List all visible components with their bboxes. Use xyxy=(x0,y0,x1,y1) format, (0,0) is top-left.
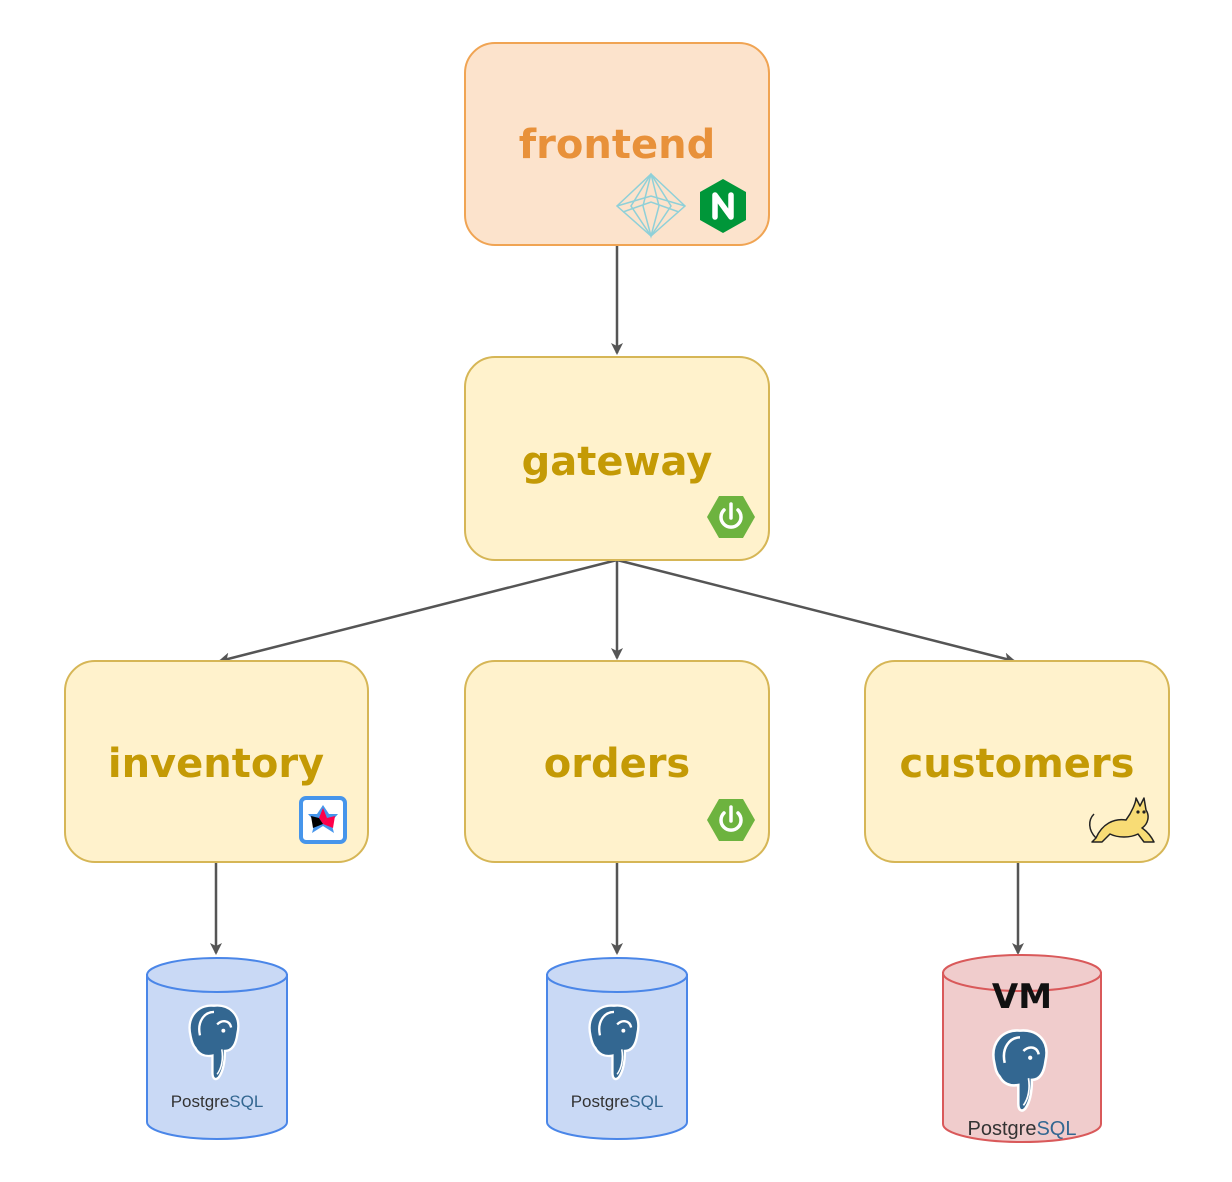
polymer-icon xyxy=(615,172,687,239)
db-top xyxy=(942,954,1102,992)
node-box xyxy=(64,660,369,863)
node-label: orders xyxy=(544,741,691,787)
node-box xyxy=(464,660,770,863)
nginx-icon xyxy=(700,179,746,233)
node-box xyxy=(464,356,770,561)
node-frontend[interactable]: frontend xyxy=(464,42,770,246)
database-inventory[interactable]: PostgreSQL xyxy=(146,957,288,1140)
tomcat-icon xyxy=(1089,797,1155,843)
node-inventory[interactable]: inventory xyxy=(64,660,369,863)
database-customers-vm[interactable]: VM PostgreSQL xyxy=(942,954,1102,1143)
node-orders[interactable]: orders xyxy=(464,660,770,863)
node-box xyxy=(464,42,770,246)
db-top xyxy=(146,957,288,993)
edges xyxy=(210,245,1024,955)
db-brand: PostgreSQL xyxy=(571,1092,664,1111)
node-box xyxy=(864,660,1170,863)
edge-gateway-inventory xyxy=(218,558,618,665)
node-customers[interactable]: customers xyxy=(864,660,1170,863)
node-label: frontend xyxy=(519,122,715,168)
edge-gateway-customers xyxy=(616,558,1016,665)
database-orders[interactable]: PostgreSQL xyxy=(546,957,688,1140)
node-label: customers xyxy=(900,741,1135,787)
quarkus-icon xyxy=(299,796,347,844)
node-gateway[interactable]: gateway xyxy=(464,356,770,561)
db-brand: PostgreSQL xyxy=(968,1118,1077,1140)
node-label: gateway xyxy=(522,439,713,485)
node-label: inventory xyxy=(108,741,324,787)
db-top xyxy=(546,957,688,993)
db-brand: PostgreSQL xyxy=(171,1092,264,1111)
vm-label: VM xyxy=(992,977,1052,1017)
